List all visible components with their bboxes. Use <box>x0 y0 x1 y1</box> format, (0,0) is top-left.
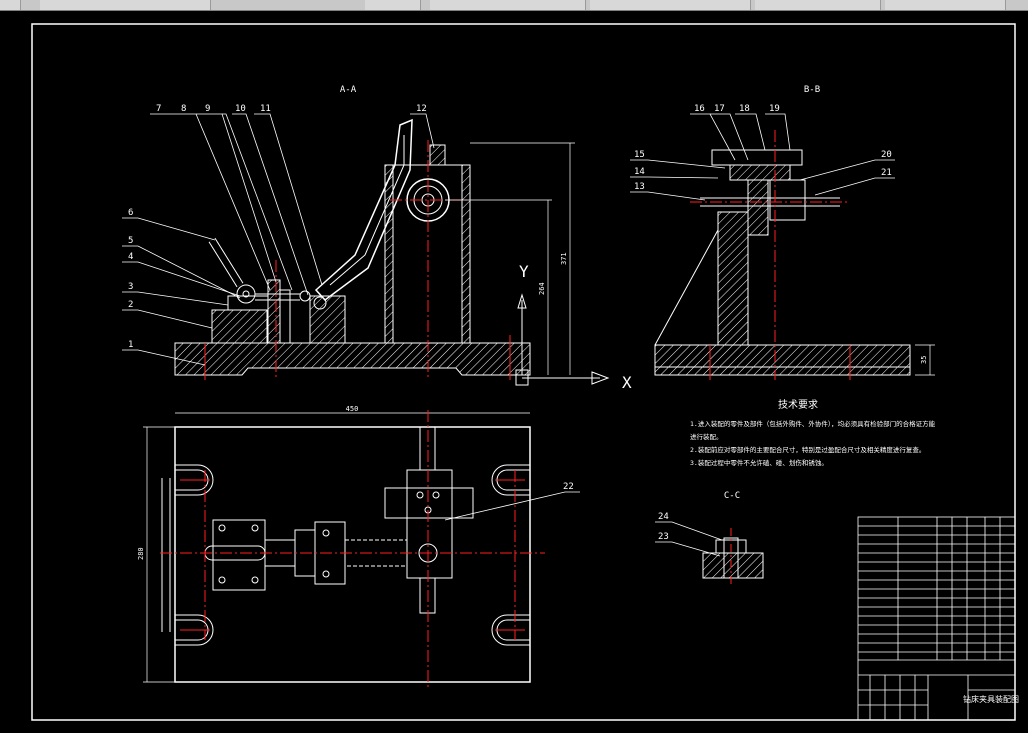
svg-text:2.装配前应对零部件的主要配合尺寸，特别是过盈配合尺寸及相关: 2.装配前应对零部件的主要配合尺寸，特别是过盈配合尺寸及相关精度进行复查。 <box>690 445 925 454</box>
v-block <box>309 295 346 344</box>
layer-toolbar[interactable] <box>40 0 211 10</box>
svg-text:8: 8 <box>181 104 186 114</box>
svg-text:4: 4 <box>128 252 133 262</box>
plotstyle-control[interactable] <box>885 0 1006 10</box>
section-aa-title: A-A <box>340 85 357 95</box>
dim-depth: 280 <box>137 547 145 560</box>
toolbar-button[interactable] <box>0 0 21 10</box>
svg-text:3: 3 <box>128 282 133 292</box>
base-plate <box>174 342 531 376</box>
svg-text:19: 19 <box>769 104 780 114</box>
svg-text:24: 24 <box>658 512 669 522</box>
svg-text:6: 6 <box>128 208 133 218</box>
svg-text:16: 16 <box>694 104 705 114</box>
svg-text:1.进入装配的零件及部件（包括外购件、外协件），均必须具有检: 1.进入装配的零件及部件（包括外购件、外协件），均必须具有检验部门的合格证方能 <box>690 419 936 428</box>
svg-text:15: 15 <box>634 150 645 160</box>
svg-text:21: 21 <box>881 168 892 178</box>
dim-h1: 371 <box>560 252 568 265</box>
support-block <box>211 309 268 344</box>
ucs-y-label: Y <box>519 262 529 281</box>
plan-base-plate <box>174 426 531 683</box>
svg-text:进行装配。: 进行装配。 <box>690 432 723 441</box>
svg-text:7: 7 <box>156 104 161 114</box>
svg-text:11: 11 <box>260 104 271 114</box>
dim-base: 35 <box>920 356 928 364</box>
cad-drawing-canvas[interactable]: A-A <box>0 10 1028 733</box>
linetype-control[interactable] <box>590 0 751 10</box>
dim-h2: 264 <box>538 282 546 295</box>
svg-text:12: 12 <box>416 104 427 114</box>
svg-text:10: 10 <box>235 104 246 114</box>
svg-text:13: 13 <box>634 182 645 192</box>
bb-column <box>717 211 749 346</box>
svg-text:17: 17 <box>714 104 725 114</box>
technical-requirements: 技术要求 1.进入装配的零件及部件（包括外购件、外协件），均必须具有检验部门的合… <box>690 398 936 467</box>
svg-text:18: 18 <box>739 104 750 114</box>
dim-width: 450 <box>346 405 359 413</box>
svg-text:1: 1 <box>128 340 133 350</box>
plan-view: 450 280 <box>137 405 580 690</box>
section-aa-view: A-A <box>122 85 632 392</box>
svg-text:22: 22 <box>563 482 574 492</box>
svg-text:3.装配过程中零件不允许磕、碰、划伤和锈蚀。: 3.装配过程中零件不允许磕、碰、划伤和锈蚀。 <box>690 458 828 467</box>
ucs-x-label: X <box>622 373 632 392</box>
title-block-name: 钻床夹具装配图 <box>963 694 1019 704</box>
svg-text:23: 23 <box>658 532 669 542</box>
section-cc-view: C-C 24 23 <box>655 491 764 585</box>
color-control[interactable] <box>430 0 586 10</box>
svg-text:5: 5 <box>128 236 133 246</box>
lineweight-control[interactable] <box>755 0 881 10</box>
svg-text:2: 2 <box>128 300 133 310</box>
section-bb-title: B-B <box>804 85 820 95</box>
sheet-border <box>31 23 1016 721</box>
svg-text:20: 20 <box>881 150 892 160</box>
toolbar-strip <box>0 0 1028 11</box>
svg-text:9: 9 <box>205 104 210 114</box>
title-block <box>857 516 1016 721</box>
clamp-arm <box>314 118 413 302</box>
section-cc-title: C-C <box>724 491 740 501</box>
tech-req-title: 技术要求 <box>778 398 818 411</box>
section-bb-view: B-B 35 13 14 15 <box>630 85 935 380</box>
bb-base-plate <box>654 344 911 376</box>
svg-text:14: 14 <box>634 167 645 177</box>
layer-state-toolbar[interactable] <box>365 0 421 10</box>
